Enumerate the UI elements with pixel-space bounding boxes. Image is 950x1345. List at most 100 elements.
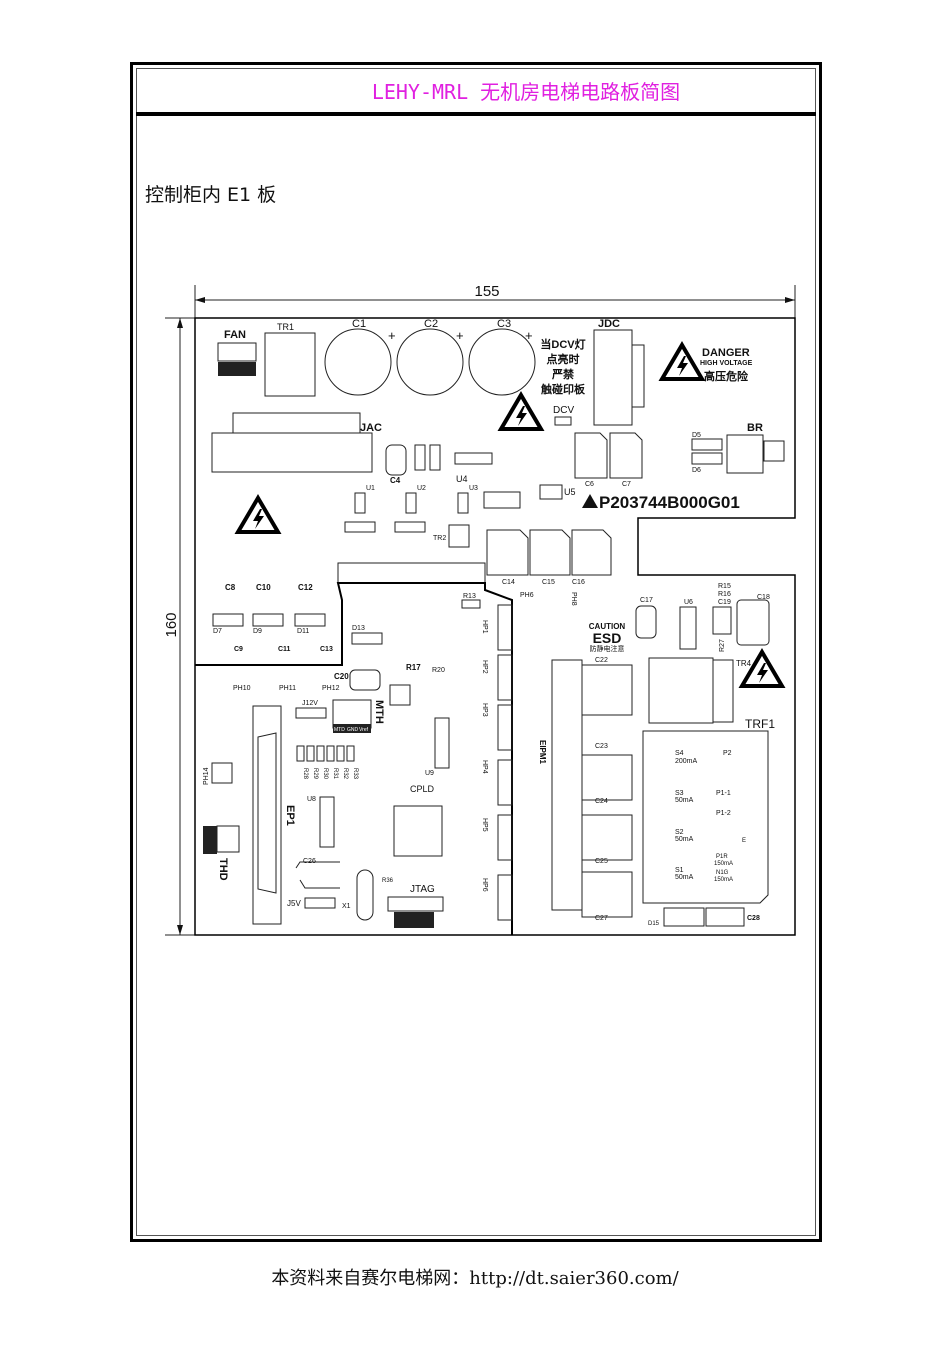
transformer-tr1: TR1 — [264, 322, 316, 397]
svg-text:PH11: PH11 — [279, 685, 296, 692]
svg-text:S1: S1 — [675, 867, 684, 874]
svg-text:当DCV灯: 当DCV灯 — [540, 337, 585, 351]
section-subtitle: 控制柜内 E1 板 — [145, 184, 277, 206]
ic-u9: U9 — [425, 717, 450, 777]
svg-text:DCV: DCV — [553, 405, 574, 416]
dimension-width: 155 — [194, 283, 796, 318]
crystal-x1: X1 — [342, 869, 374, 921]
svg-text:PH10: PH10 — [233, 685, 251, 692]
ic-u6: U6 — [679, 599, 697, 650]
svg-text:U2: U2 — [417, 485, 426, 492]
capacitor-c7: C7 — [609, 432, 643, 488]
svg-text:CAUTION: CAUTION — [589, 622, 626, 631]
resistor-r17: R17 — [389, 663, 421, 706]
svg-text:S2: S2 — [675, 829, 684, 836]
svg-text:C15: C15 — [542, 579, 555, 586]
svg-text:U9: U9 — [425, 770, 434, 777]
svg-text:50mA: 50mA — [675, 797, 694, 804]
svg-text:HP2: HP2 — [481, 660, 488, 674]
svg-text:R29: R29 — [312, 768, 318, 780]
photocoupler-hp-column: HP1 HP2 HP3 HP4 HP5 HP6 — [481, 604, 513, 921]
svg-text:D6: D6 — [692, 467, 701, 474]
svg-text:C4: C4 — [390, 476, 401, 485]
regulator-u2: U2 — [405, 485, 426, 514]
svg-text:JTAG: JTAG — [410, 884, 435, 895]
svg-text:PH14: PH14 — [203, 767, 210, 785]
svg-text:C6: C6 — [585, 481, 594, 488]
svg-text:HP6: HP6 — [481, 878, 488, 892]
svg-text:R32: R32 — [342, 768, 348, 780]
diode-c1 — [344, 521, 376, 533]
svg-text:150mA: 150mA — [714, 861, 733, 867]
svg-text:C2: C2 — [424, 318, 438, 330]
svg-text:ESD: ESD — [593, 630, 622, 646]
transformer-tr4: TR4 — [712, 659, 752, 723]
svg-text:+: + — [388, 328, 396, 343]
svg-text:C17: C17 — [640, 597, 653, 604]
ic-u4: U4 — [454, 452, 493, 484]
svg-text:D13: D13 — [352, 625, 365, 632]
svg-text:U3: U3 — [469, 485, 478, 492]
ic-u5: U5 — [539, 484, 576, 500]
svg-text:HP5: HP5 — [481, 818, 488, 832]
svg-text:DANGER: DANGER — [702, 347, 750, 359]
svg-text:S3: S3 — [675, 790, 684, 797]
svg-text:D7: D7 — [213, 628, 222, 635]
connector-thd: THD — [203, 825, 240, 881]
svg-text:THD: THD — [217, 858, 229, 881]
svg-text:TR1: TR1 — [277, 322, 294, 332]
svg-text:C1: C1 — [352, 318, 366, 330]
svg-text:C8: C8 — [225, 583, 236, 592]
svg-text:R33: R33 — [352, 768, 358, 780]
svg-text:X1: X1 — [342, 903, 351, 910]
chip-cpld: CPLD — [393, 784, 443, 857]
connector-mth: MTD GND Vref MTH — [332, 699, 385, 733]
connector-jtag: R36 JTAG — [382, 878, 444, 928]
svg-text:P1R: P1R — [716, 854, 728, 860]
svg-text:C28: C28 — [747, 915, 760, 922]
svg-text:R27: R27 — [719, 639, 726, 652]
svg-text:R15: R15 — [718, 583, 731, 590]
svg-text:JAC: JAC — [360, 422, 382, 434]
svg-text:C26: C26 — [303, 858, 316, 865]
svg-text:C20: C20 — [334, 672, 349, 681]
connector-j5v: J5V — [287, 897, 336, 909]
svg-text:FAN: FAN — [224, 329, 246, 341]
relay-tr2: TR2 — [433, 524, 470, 548]
svg-text:EIPM1: EIPM1 — [538, 740, 547, 765]
svg-text:S4: S4 — [675, 750, 684, 757]
svg-text:150mA: 150mA — [714, 877, 733, 883]
regulator-u1: U1 — [354, 485, 375, 514]
resistor-r20-label: R20 — [432, 667, 445, 674]
svg-text:200mA: 200mA — [675, 758, 698, 765]
jdc-connector: JDC — [593, 318, 645, 426]
svg-text:PH12: PH12 — [322, 685, 340, 692]
width-label: 155 — [474, 283, 499, 300]
svg-text:高压危险: 高压危险 — [704, 369, 749, 383]
svg-text:TRF1: TRF1 — [745, 717, 775, 731]
svg-text:J5V: J5V — [287, 899, 301, 908]
capacitor-c14: C14 — [486, 529, 529, 586]
svg-text:触碰印板: 触碰印板 — [540, 382, 586, 396]
svg-text:U5: U5 — [564, 487, 576, 497]
svg-text:TR2: TR2 — [433, 535, 446, 542]
capacitor-c3: C3+ — [468, 318, 536, 396]
connector-j12v: J12V — [295, 700, 327, 719]
svg-text:R31: R31 — [332, 768, 338, 780]
svg-text:MTH: MTH — [373, 700, 385, 724]
connector-ep1: EP1 — [252, 705, 296, 925]
dcv-led: DCV — [553, 405, 574, 426]
svg-text:50mA: 50mA — [675, 836, 694, 843]
danger-label: DANGER HIGH VOLTAGE 高压危险 — [660, 343, 753, 383]
svg-text:MTD: MTD — [334, 727, 345, 733]
svg-text:U6: U6 — [684, 599, 693, 606]
svg-text:R13: R13 — [463, 593, 476, 600]
capacitor-bank: C22 C23 C24 C25 C27 EIPM1 — [538, 657, 633, 922]
svg-text:J12V: J12V — [302, 700, 318, 707]
svg-text:U4: U4 — [456, 474, 468, 484]
svg-text:JDC: JDC — [598, 318, 620, 330]
